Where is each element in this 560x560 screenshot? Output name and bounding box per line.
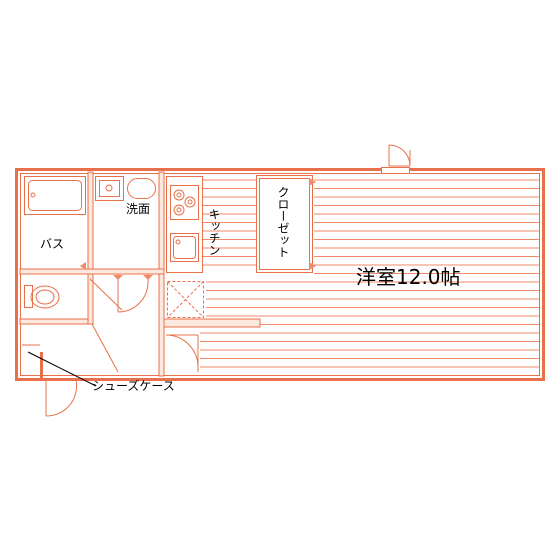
main-room-label: 洋室12.0帖 — [356, 265, 461, 289]
bath-door-marker — [80, 262, 86, 270]
toilet-door — [89, 278, 123, 311]
washer-space-icon — [167, 281, 204, 318]
kitchen-sink-icon — [170, 233, 199, 262]
washbasin-icon — [95, 176, 156, 201]
shoe-case-leader — [27, 351, 97, 387]
closet — [256, 175, 316, 273]
entrance — [22, 323, 119, 379]
washroom-door — [117, 274, 149, 313]
toilet-icon — [24, 285, 60, 309]
interior-walls — [19, 171, 261, 377]
bath-label: バス — [40, 237, 64, 251]
kitchen-counter — [166, 176, 203, 273]
shoe-case-label: シューズケース — [92, 378, 175, 393]
stove-icon — [170, 185, 199, 220]
room-door — [165, 334, 199, 372]
kitchen-label: キッチン — [207, 208, 221, 256]
floor-boards — [200, 179, 540, 368]
washroom-label: 洗面 — [126, 202, 150, 216]
entrance-door — [45, 379, 78, 417]
closet-label: クローゼット — [276, 186, 290, 258]
balcony-door — [381, 144, 411, 174]
bathtub-icon — [24, 176, 86, 215]
